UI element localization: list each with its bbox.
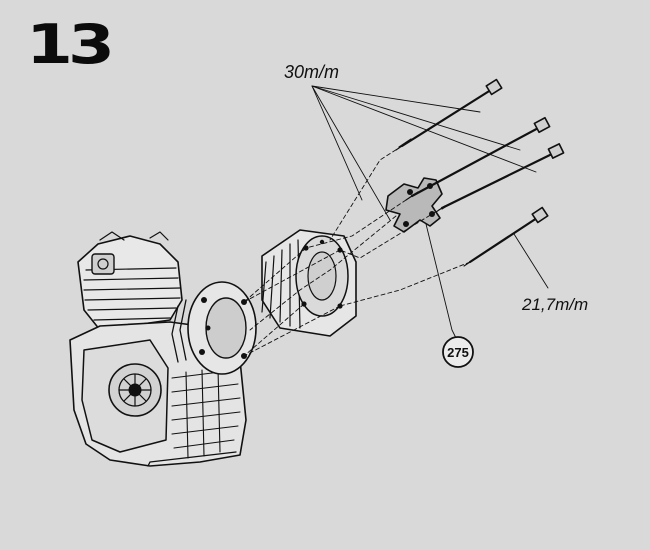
long-studs [400, 86, 558, 210]
rear-cylinder [77, 231, 183, 331]
step-number: 13 [26, 13, 115, 76]
short-stud [463, 206, 549, 267]
leader-line-21mm [513, 233, 549, 289]
rocker-bracket [385, 177, 443, 233]
assembly-guide-lines [243, 145, 471, 357]
label-30mm: 30m/m [284, 62, 339, 82]
front-cylinder [261, 229, 357, 337]
stud-heads [485, 78, 565, 159]
part-275-circle [442, 336, 474, 368]
leader-line-275 [425, 223, 457, 339]
part-number-275: 275 [447, 345, 469, 360]
label-21-7mm: 21,7m/m [521, 295, 588, 314]
leader-lines-30mm [311, 85, 537, 221]
